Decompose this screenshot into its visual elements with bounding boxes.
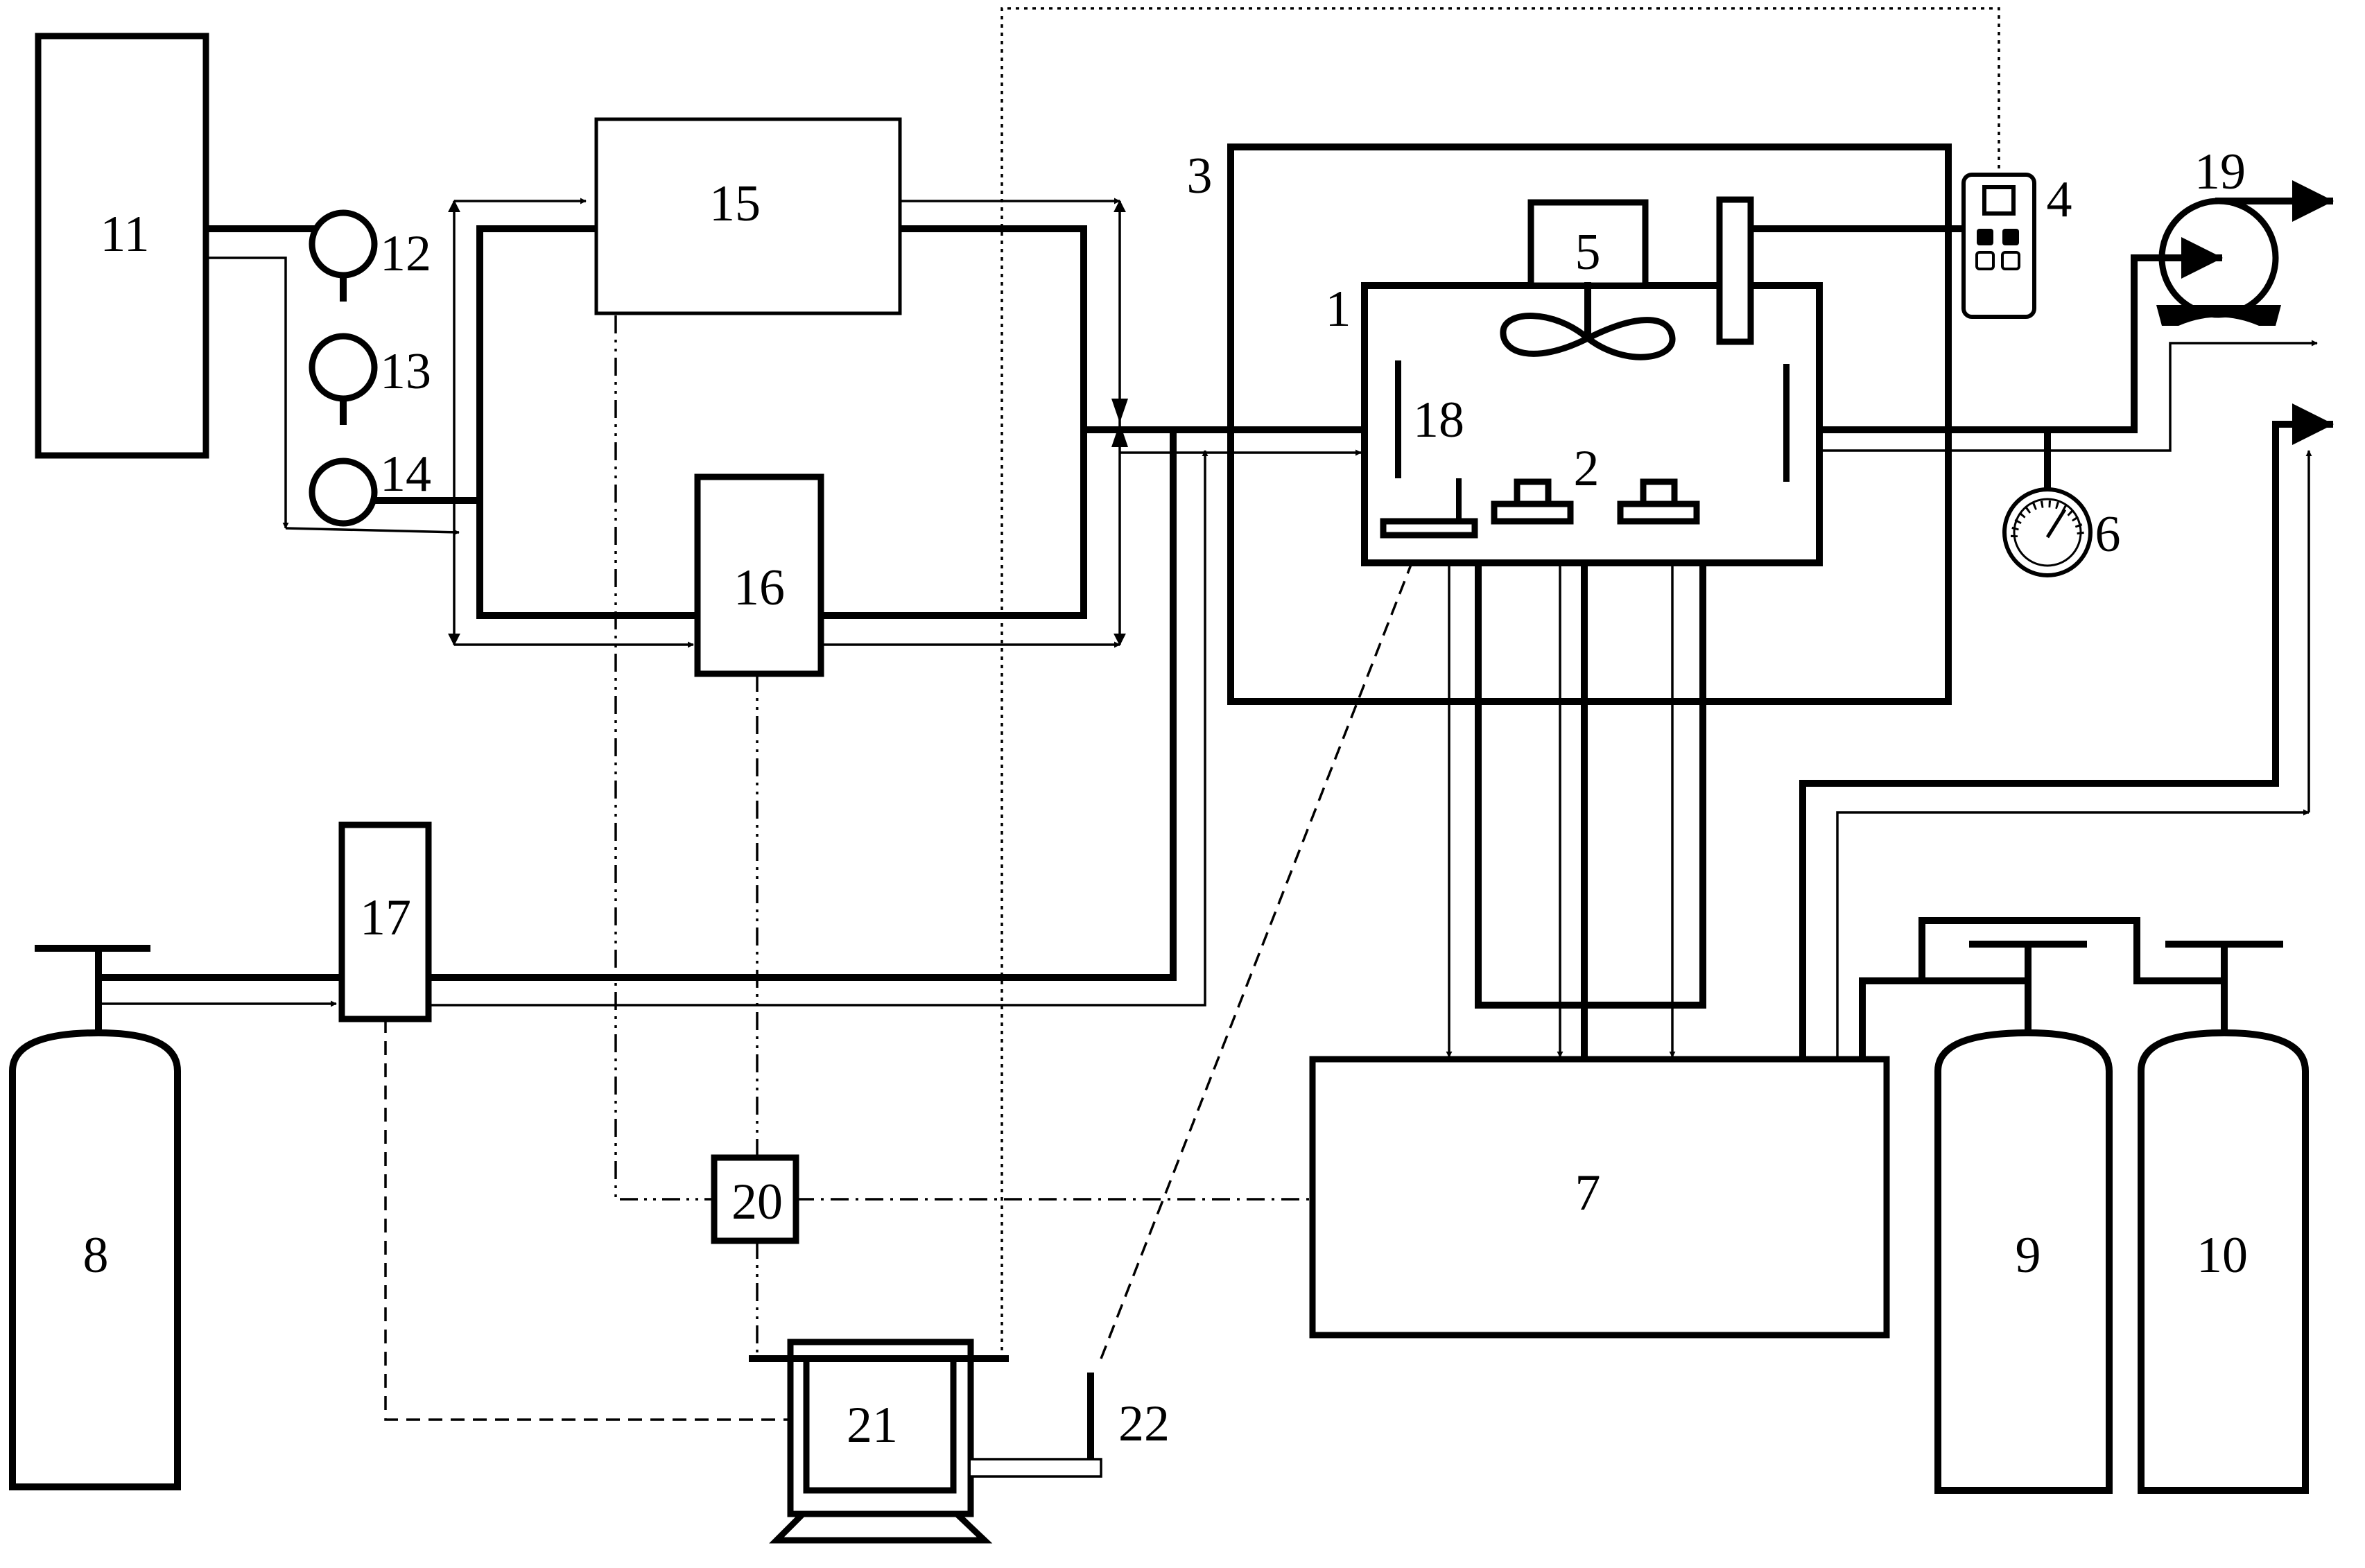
unit-15-box bbox=[594, 117, 902, 315]
pipe-15-outlet bbox=[817, 225, 1087, 619]
label-4: 4 bbox=[2047, 171, 2072, 228]
meter-4-button-a bbox=[1977, 229, 1993, 245]
cylinder-8-body bbox=[9, 1029, 181, 1490]
label-10: 10 bbox=[2197, 1227, 2248, 1284]
flow-arrow-14 bbox=[285, 527, 460, 536]
label-12: 12 bbox=[380, 225, 431, 282]
sample-2b-base bbox=[1617, 500, 1700, 525]
flow-arrow-17-gas bbox=[428, 450, 1209, 1007]
pump-19-base bbox=[2156, 305, 2281, 326]
pipe-17-to-feed bbox=[425, 426, 1177, 981]
sensor-plate bbox=[1380, 518, 1478, 539]
pipe-manifold-upper bbox=[476, 225, 600, 619]
check-valve-icon bbox=[1111, 399, 1128, 447]
meter-4-body bbox=[1961, 173, 2036, 319]
valve-14-icon bbox=[309, 458, 378, 527]
sensor-18-rod bbox=[1456, 478, 1462, 523]
pipe-7-outlet bbox=[1799, 403, 2334, 1063]
valve-13-icon bbox=[309, 333, 378, 402]
label-5: 5 bbox=[1575, 224, 1601, 281]
label-20: 20 bbox=[731, 1174, 783, 1230]
fan-blade-icon bbox=[1500, 313, 1676, 360]
label-11: 11 bbox=[100, 206, 149, 263]
meter-4-screen bbox=[1982, 185, 2016, 216]
label-2: 2 bbox=[1574, 440, 1600, 497]
meter-4-button-d bbox=[2001, 251, 2020, 270]
sample-2a-top bbox=[1514, 478, 1552, 507]
signal-line-22-to-18 bbox=[1100, 511, 1433, 1359]
sample-2b-top bbox=[1640, 478, 1678, 507]
label-15: 15 bbox=[709, 175, 761, 232]
label-16: 16 bbox=[734, 559, 785, 616]
label-13: 13 bbox=[380, 343, 431, 400]
label-18: 18 bbox=[1413, 392, 1464, 448]
cylinder-9-body bbox=[1934, 1029, 2113, 1494]
label-14: 14 bbox=[380, 446, 431, 503]
gauge-6-needle bbox=[2045, 508, 2067, 539]
label-7: 7 bbox=[1575, 1165, 1601, 1221]
meter-4-button-b bbox=[2002, 229, 2019, 245]
flow-arrow-7-outlet bbox=[1836, 809, 2310, 1059]
label-1: 1 bbox=[1326, 281, 1351, 338]
pipe-manifold-lower bbox=[476, 497, 701, 619]
heater-18-right bbox=[1783, 364, 1790, 482]
control-line-20-to-15 bbox=[614, 315, 714, 1201]
flow-arrow-11 bbox=[206, 256, 289, 529]
pipe-reactor-loop bbox=[1475, 559, 1706, 1009]
label-19: 19 bbox=[2194, 143, 2246, 200]
valve-12-icon bbox=[309, 209, 378, 279]
controller-20-box bbox=[711, 1154, 799, 1244]
heater-18-left bbox=[1395, 360, 1401, 478]
label-6: 6 bbox=[2095, 506, 2121, 563]
sample-2a-base bbox=[1491, 500, 1574, 525]
label-22: 22 bbox=[1118, 1395, 1170, 1452]
label-17: 17 bbox=[360, 889, 411, 946]
probe-22-cable bbox=[971, 1458, 1102, 1478]
unit-7-box bbox=[1309, 1056, 1890, 1339]
label-8: 8 bbox=[83, 1227, 109, 1284]
signal-line-17-to-21 bbox=[384, 1019, 804, 1421]
label-9: 9 bbox=[2016, 1227, 2041, 1284]
probe-rod bbox=[1716, 196, 1754, 345]
pipe-cylinder-bridge bbox=[1918, 917, 2228, 984]
label-21: 21 bbox=[847, 1397, 898, 1454]
unit-11-box bbox=[35, 33, 209, 459]
probe-22-rod bbox=[1087, 1373, 1094, 1459]
cylinder-10-body bbox=[2138, 1029, 2309, 1494]
meter-4-button-c bbox=[1975, 251, 1995, 270]
label-3: 3 bbox=[1187, 148, 1213, 204]
monitor-21-stand bbox=[769, 1510, 993, 1544]
flow-arrow-outlet bbox=[1819, 340, 2318, 452]
unit-16-box bbox=[694, 473, 824, 677]
chamber-3 bbox=[1227, 143, 1952, 705]
unit-17-box bbox=[338, 821, 432, 1022]
signal-line-21-to-4 bbox=[1000, 7, 2000, 1359]
gauge-6-icon bbox=[2002, 487, 2093, 577]
